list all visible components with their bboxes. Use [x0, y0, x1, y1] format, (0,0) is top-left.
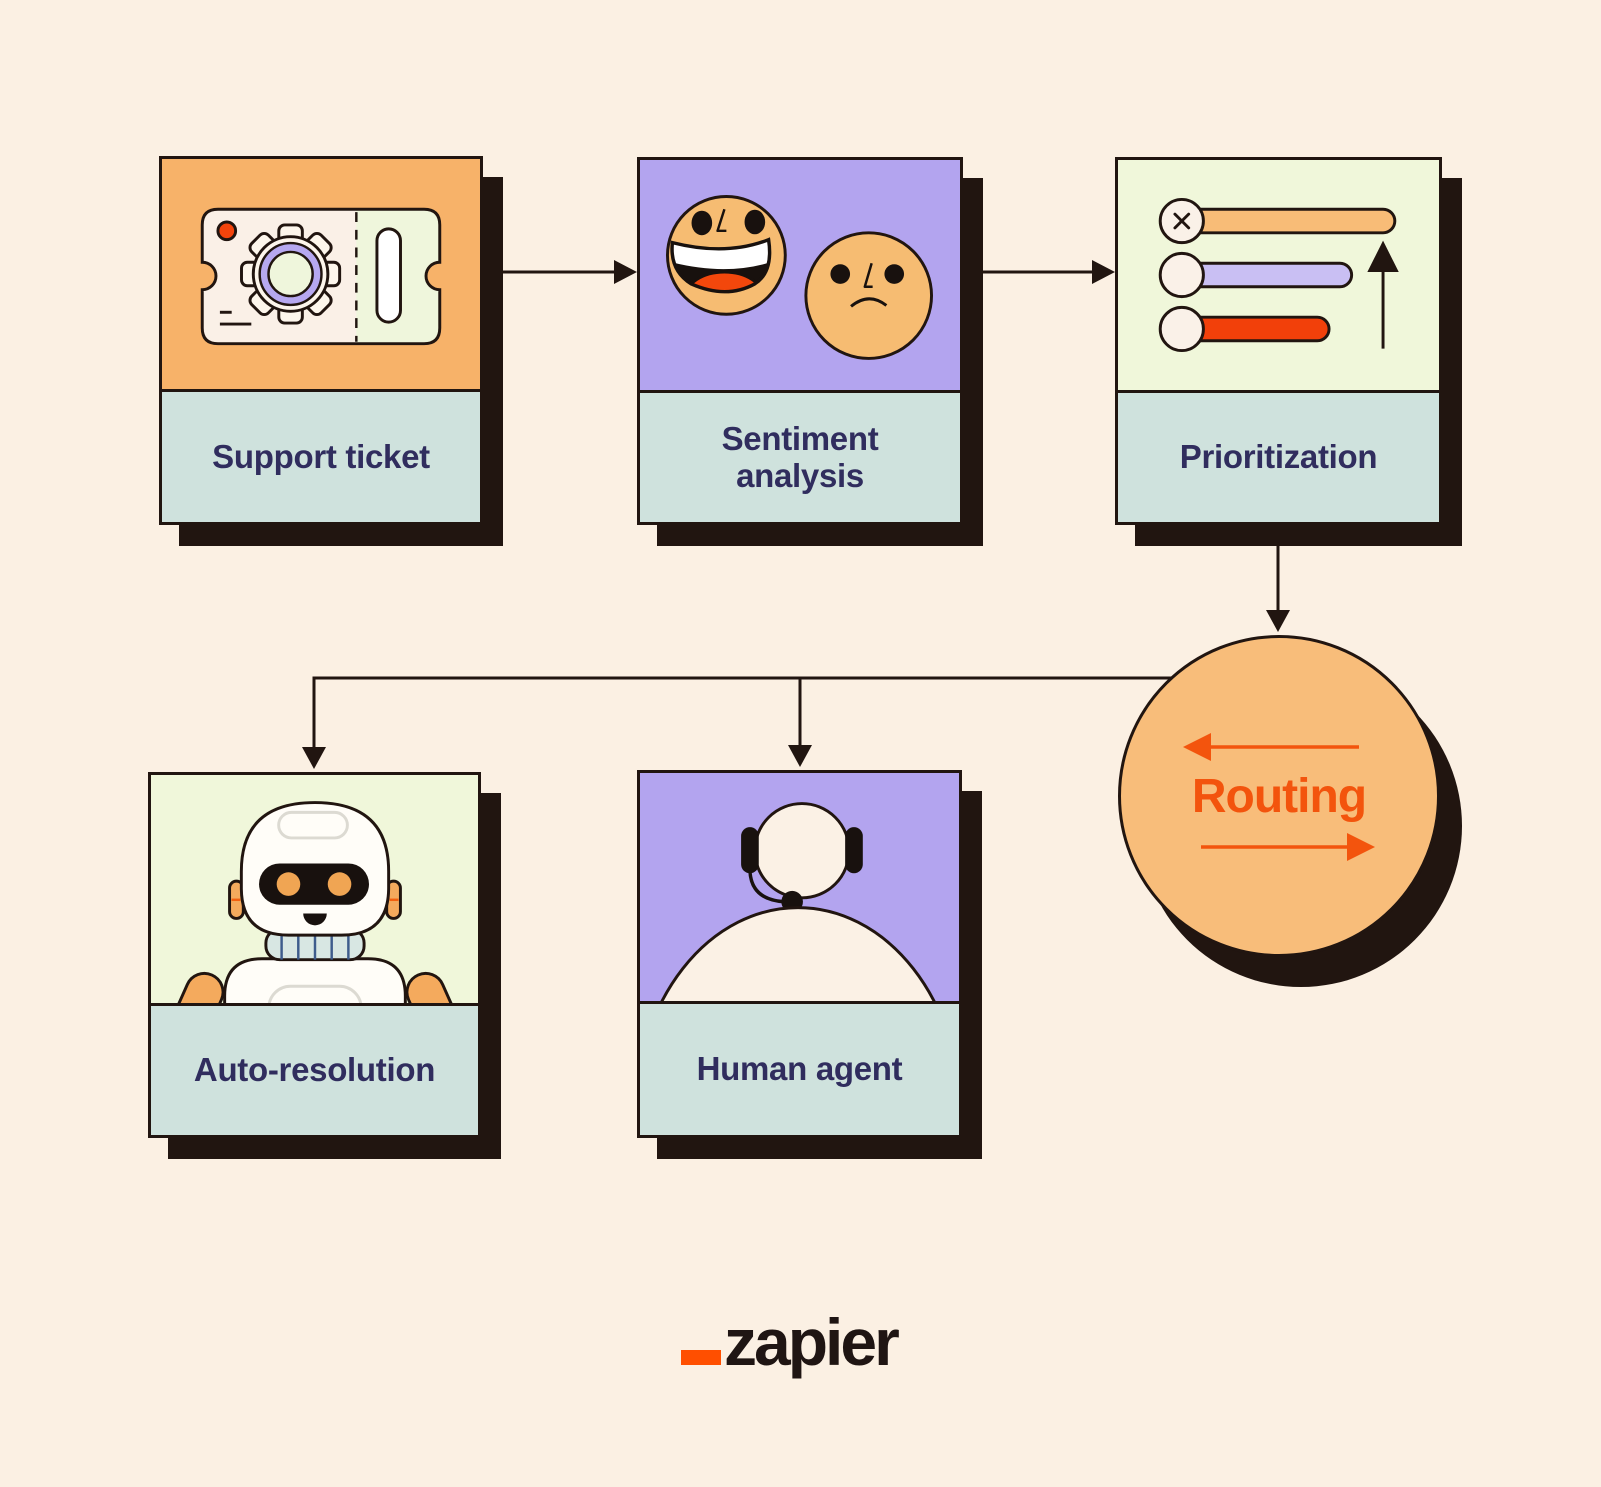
human-agent-label-text: Human agent [696, 1050, 903, 1088]
up-arrow-icon [1367, 240, 1399, 349]
human-agent-icon-area [640, 773, 959, 1001]
robot-left-arm [164, 971, 225, 1003]
support-ticket-label-text: Support ticket [212, 437, 430, 475]
zapier-logo: zapier [681, 1305, 900, 1379]
sentiment-label: Sentiment analysis [640, 390, 960, 522]
support-ticket-icon-area [162, 159, 480, 389]
support-ticket-label: Support ticket [162, 389, 480, 522]
edge-support-to-sentiment [483, 260, 637, 284]
robot-body [223, 957, 407, 1003]
robot-left-eye [276, 872, 301, 896]
human-agent-label: Human agent [640, 1001, 959, 1135]
edge-prioritization-to-routing [1266, 525, 1290, 632]
happy-sad-faces-icon [666, 195, 934, 360]
node-routing: Routing [1118, 635, 1440, 957]
logo-underscore [681, 1350, 721, 1366]
routing-left-arrow-icon [1183, 733, 1359, 761]
prioritization-icon-area [1118, 160, 1439, 390]
node-sentiment-analysis: Sentiment analysis [637, 157, 963, 525]
edge-routing-to-auto-resolution [302, 676, 1200, 769]
red-dot [216, 220, 238, 242]
prioritization-label: Prioritization [1118, 390, 1439, 522]
x-icon [1173, 212, 1191, 230]
auto-resolution-label-text: Auto-resolution [193, 1051, 436, 1089]
robot-head [239, 801, 391, 937]
priority-sliders-icon [1158, 197, 1399, 353]
robot-right-eye [327, 872, 352, 896]
robot-visor [259, 863, 369, 905]
routing-label-text: Routing [1191, 769, 1367, 823]
node-auto-resolution: Auto-resolution [148, 772, 481, 1138]
robot-icon [164, 801, 466, 1003]
happy-face-icon [666, 195, 787, 316]
node-human-agent: Human agent [637, 770, 962, 1138]
auto-resolution-icon-area [151, 775, 478, 1003]
auto-resolution-label: Auto-resolution [151, 1003, 478, 1135]
headset-agent-icon [660, 802, 936, 1001]
edge-routing-to-human-agent [788, 678, 812, 767]
slider-row-2 [1158, 251, 1354, 299]
edge-sentiment-to-prioritization [963, 260, 1115, 284]
left-right-arrows-icon [1183, 733, 1375, 861]
routing-label: Routing [1121, 638, 1437, 954]
gear-icon [240, 223, 342, 325]
prioritization-label-text: Prioritization [1179, 438, 1378, 476]
slider-row-1 [1158, 197, 1397, 245]
agent-head [753, 802, 851, 900]
robot-mouth [303, 913, 327, 926]
sentiment-icon-area [640, 160, 960, 390]
node-prioritization: Prioritization [1115, 157, 1442, 525]
sentiment-label-text: Sentiment analysis [721, 419, 879, 494]
sad-face-icon [804, 231, 934, 360]
slider-row-3 [1158, 305, 1331, 353]
routing-right-arrow-icon [1201, 833, 1375, 861]
node-support-ticket: Support ticket [159, 156, 483, 525]
agent-body [660, 906, 936, 1001]
ticket-gear-icon [200, 207, 442, 346]
robot-right-arm [405, 971, 466, 1003]
logo-text: zapier [724, 1305, 900, 1379]
